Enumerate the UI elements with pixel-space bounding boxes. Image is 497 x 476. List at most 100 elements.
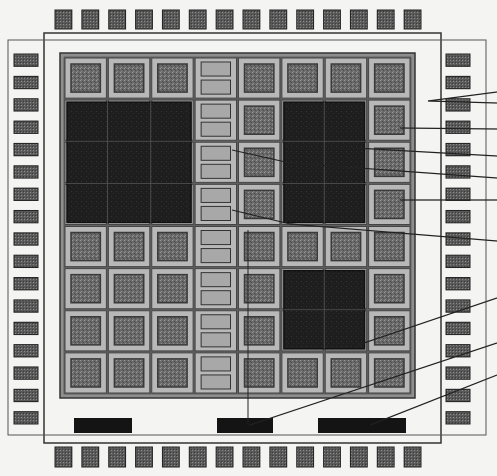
bottom-pad xyxy=(323,446,341,468)
logic-tile xyxy=(243,63,275,93)
top-pad xyxy=(323,9,341,30)
memory-block xyxy=(200,103,231,119)
bottom-pad xyxy=(54,446,73,468)
callout-line xyxy=(289,223,497,242)
logic-tile xyxy=(243,358,275,388)
bottom-pad xyxy=(188,446,207,468)
logic-tile xyxy=(157,231,188,262)
bottom-bar-left xyxy=(74,418,132,433)
left-pad xyxy=(13,75,39,90)
logic-tile xyxy=(373,147,405,178)
logic-tile xyxy=(373,273,405,304)
logic-tile xyxy=(70,358,102,388)
top-pad xyxy=(81,9,100,30)
bottom-bar-group xyxy=(74,418,406,433)
top-pad xyxy=(269,9,288,30)
left-pad xyxy=(13,366,39,380)
logic-tile xyxy=(287,231,318,262)
right-pad xyxy=(445,277,471,291)
package-inner-border xyxy=(7,39,487,436)
logic-tile xyxy=(243,147,275,178)
top-pad xyxy=(349,9,368,30)
logic-tile xyxy=(243,105,275,135)
bottom-pad xyxy=(376,446,395,468)
callout-line xyxy=(427,91,497,102)
right-pad xyxy=(445,98,471,112)
left-pad xyxy=(13,299,39,313)
memory-block xyxy=(200,163,231,179)
left-pad xyxy=(13,209,39,224)
bottom-pad xyxy=(215,446,234,468)
top-pad xyxy=(242,9,261,30)
right-pad xyxy=(445,388,471,403)
logic-tile xyxy=(157,273,188,304)
callout-line xyxy=(354,147,497,157)
left-pad xyxy=(13,388,39,403)
callout-line xyxy=(369,374,497,426)
top-pad xyxy=(188,9,207,30)
callout-line xyxy=(427,100,497,104)
bottom-pad xyxy=(81,446,100,468)
right-pad xyxy=(445,411,471,425)
callout-line xyxy=(399,127,497,130)
logic-tile xyxy=(243,316,275,346)
logic-tile xyxy=(113,63,145,93)
left-pad xyxy=(13,344,39,358)
memory-block xyxy=(200,272,231,288)
right-pad xyxy=(445,254,471,269)
left-pad xyxy=(13,53,39,67)
right-pad xyxy=(445,142,471,157)
top-pad xyxy=(296,9,315,30)
memory-block xyxy=(200,61,231,77)
memory-block xyxy=(200,248,231,264)
right-pad xyxy=(445,344,471,358)
left-pad xyxy=(13,411,39,425)
logic-tile xyxy=(330,231,362,262)
logic-tile xyxy=(330,63,362,93)
left-pad xyxy=(13,187,39,201)
routing-grid-lines xyxy=(63,56,412,395)
top-pad xyxy=(135,9,153,30)
logic-tile xyxy=(113,231,145,262)
bottom-pad xyxy=(135,446,153,468)
callout-line xyxy=(231,209,291,225)
memory-block xyxy=(200,205,231,221)
callout-line-group xyxy=(231,91,497,426)
logic-tile xyxy=(287,63,318,93)
callout-line xyxy=(249,342,497,426)
left-pad-column xyxy=(13,53,39,425)
large-dark-block-left xyxy=(66,101,192,224)
bottom-pad xyxy=(296,446,315,468)
logic-tile xyxy=(113,358,145,388)
memory-block xyxy=(200,145,231,161)
logic-tile xyxy=(157,63,188,93)
right-pad xyxy=(445,53,471,67)
logic-tile xyxy=(70,231,102,262)
bottom-pad xyxy=(242,446,261,468)
left-pad xyxy=(13,232,39,246)
logic-tile xyxy=(373,63,405,93)
memory-block xyxy=(200,356,231,372)
left-pad xyxy=(13,98,39,112)
left-pad xyxy=(13,321,39,336)
bottom-pad-row xyxy=(54,446,422,468)
bottom-pad xyxy=(403,446,422,468)
callout-line xyxy=(357,297,497,346)
right-pad xyxy=(445,187,471,201)
bottom-pad xyxy=(161,446,180,468)
package-outline xyxy=(43,32,442,444)
right-pad xyxy=(445,209,471,224)
left-pad xyxy=(13,277,39,291)
callout-line xyxy=(289,162,497,179)
right-pad-column xyxy=(445,53,471,425)
logic-tile xyxy=(157,316,188,346)
top-pad xyxy=(108,9,127,30)
right-pad xyxy=(445,75,471,90)
bottom-bar-right xyxy=(318,418,406,433)
right-pad xyxy=(445,120,471,134)
bottom-pad xyxy=(269,446,288,468)
logic-tile xyxy=(243,273,275,304)
top-pad xyxy=(215,9,234,30)
